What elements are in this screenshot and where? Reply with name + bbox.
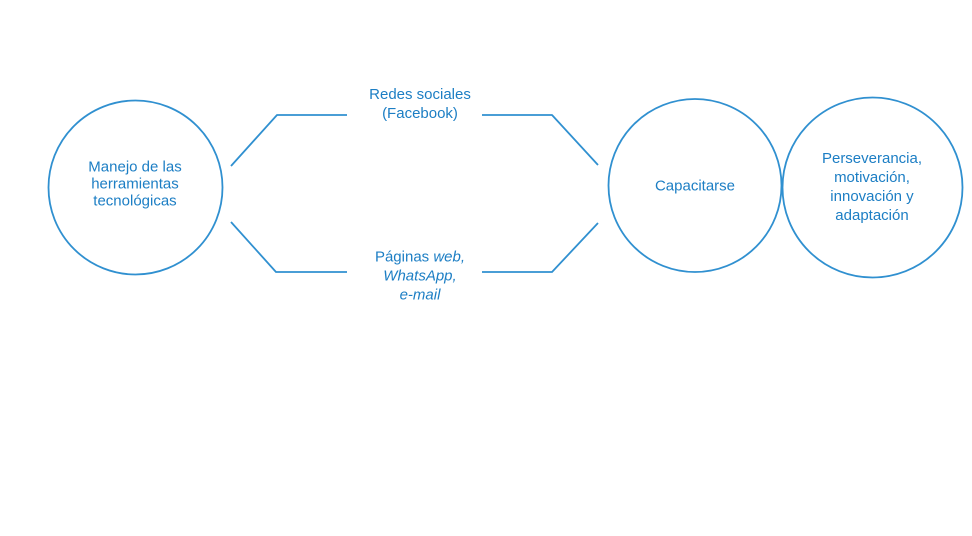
- center-circle-label: Capacitarse: [654, 177, 736, 195]
- connector-top-right-line: [482, 114, 599, 166]
- bottom-connector-label: Páginas web, WhatsApp, e-mail: [375, 248, 465, 305]
- bottom-connector-label-line-1: Páginas web,: [375, 248, 465, 267]
- connector-bottom-right-line: [482, 222, 599, 273]
- right-circle-label-line-2: motivación,: [834, 169, 910, 186]
- right-circle-outline: [781, 96, 964, 279]
- top-connector-label: Redes sociales (Facebook): [369, 85, 471, 123]
- left-circle-label-line-1: Manejo de las: [88, 158, 182, 176]
- connector-bottom-left-line: [230, 221, 347, 273]
- bottom-connector-label-line1-italic: web,: [433, 248, 466, 266]
- center-circle-outline: [607, 98, 783, 273]
- top-connector-label-line-1: Redes sociales: [369, 86, 471, 103]
- left-circle-label-line-3: tecnológicas: [93, 192, 177, 210]
- bottom-connector-label-line-2: WhatsApp,: [383, 267, 457, 285]
- left-circle-label: Manejo de las herramientas tecnológicas: [88, 159, 181, 210]
- right-circle-label-line-4: adaptación: [835, 207, 909, 224]
- left-circle-outline: [47, 99, 224, 276]
- left-circle-label-line-2: herramientas: [91, 175, 179, 193]
- top-connector-label-line-2: (Facebook): [382, 105, 458, 122]
- right-circle-label: Perseverancia, motivación, innovación y …: [822, 149, 922, 225]
- bottom-connector-label-line1-regular: Páginas: [374, 248, 430, 266]
- right-circle-label-line-3: innovación y: [830, 188, 914, 205]
- bottom-connector-label-line-3: e-mail: [399, 286, 441, 304]
- connector-top-left-line: [230, 114, 347, 167]
- right-circle-label-line-1: Perseverancia,: [821, 150, 923, 167]
